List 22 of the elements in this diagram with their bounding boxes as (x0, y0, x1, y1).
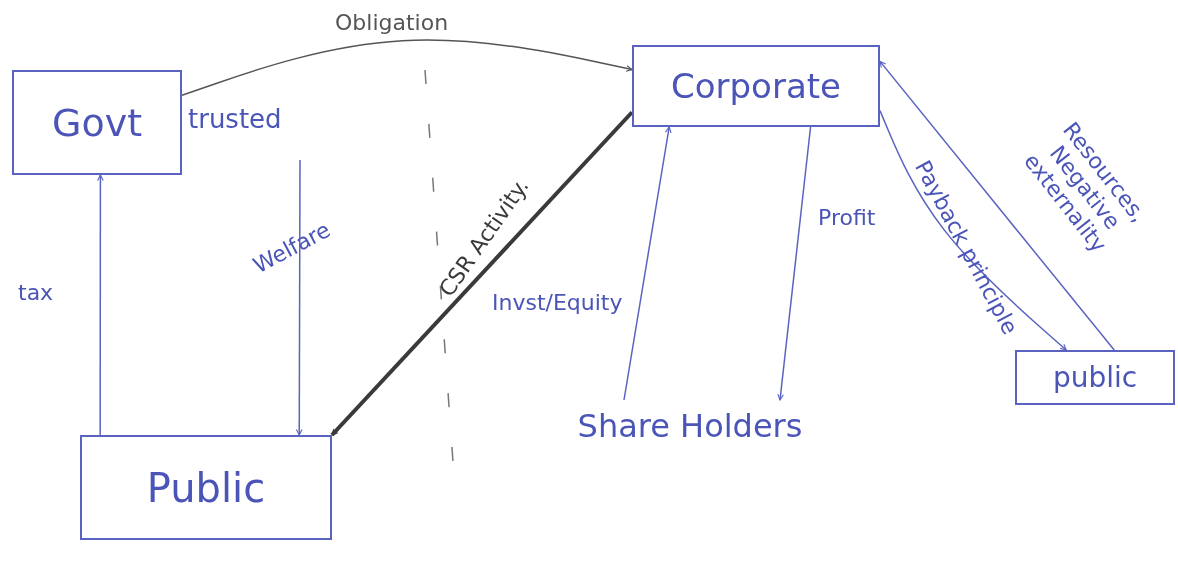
edge-label: Invst/Equity (492, 290, 623, 315)
edge-label: tax (18, 280, 54, 305)
arrow (97, 174, 104, 436)
node-label: public (1052, 361, 1138, 394)
node-label: Public (146, 464, 266, 511)
node-label: Share Holders (577, 407, 803, 445)
node-label: Corporate (671, 66, 841, 106)
arrow (777, 126, 812, 401)
arrow (181, 39, 633, 96)
entity-box (1015, 350, 1175, 405)
arrow (623, 126, 672, 401)
edge-label: Profit (818, 205, 876, 230)
side-note: trusted (188, 104, 282, 134)
arrow (295, 159, 303, 436)
entity-box (80, 435, 332, 540)
node-label: Govt (51, 100, 143, 145)
arrow (330, 110, 634, 437)
entity-box (632, 45, 880, 127)
arrow (879, 109, 1067, 351)
edge-label: Obligation (335, 10, 449, 35)
entity-box (12, 70, 182, 175)
arrow (879, 60, 1115, 351)
